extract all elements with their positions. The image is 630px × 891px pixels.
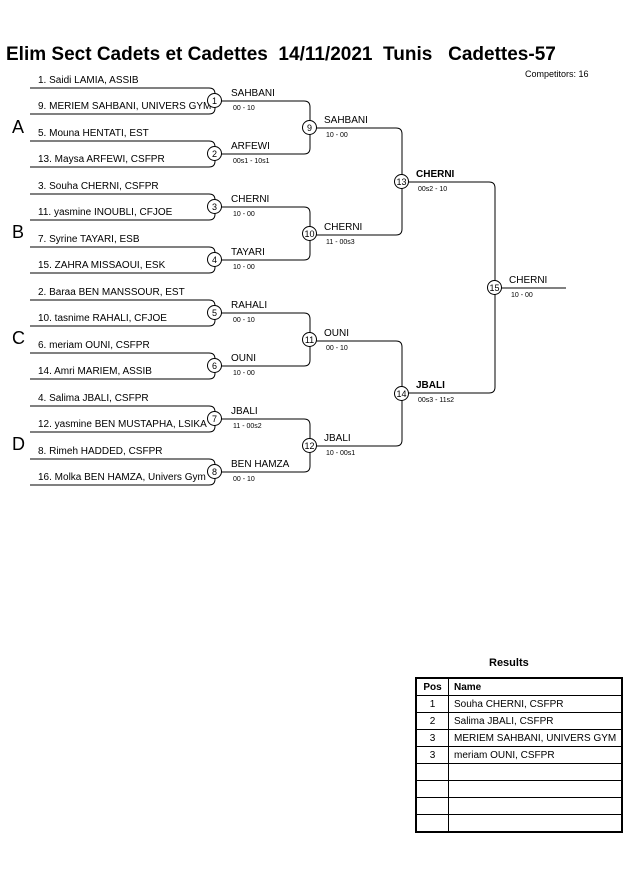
results-name: [448, 780, 623, 798]
final-winner: CHERNI: [509, 275, 548, 286]
entry-name: 16. Molka BEN HAMZA, Univers Gym: [38, 472, 206, 483]
round3-score: 00s2 - 10: [418, 186, 448, 193]
round2-winner: CHERNI: [324, 222, 363, 233]
round2-winner: OUNI: [324, 328, 349, 339]
results-pos: [415, 797, 449, 815]
entry-name: 2. Baraa BEN MANSSOUR, EST: [38, 287, 185, 298]
round1-winner: JBALI: [231, 406, 258, 417]
results-name: [448, 814, 623, 833]
round1-winner: CHERNI: [231, 194, 270, 205]
round1-score: 00 - 10: [233, 105, 255, 112]
match-number: 7: [207, 411, 222, 426]
entry-name: 4. Salima JBALI, CSFPR: [38, 393, 149, 404]
round1-score: 00 - 10: [233, 317, 255, 324]
match-number: 8: [207, 464, 222, 479]
results-pos: 3: [415, 729, 449, 747]
match-number: 10: [302, 225, 317, 241]
results-pos: [415, 814, 449, 833]
pool-letter: D: [12, 434, 25, 454]
round1-winner: BEN HAMZA: [231, 459, 290, 470]
match-number: 4: [207, 252, 222, 267]
pool-letter: A: [12, 117, 25, 137]
match-number: 6: [207, 358, 222, 373]
round1-winner: ARFEWI: [231, 141, 270, 152]
results-pos: 2: [415, 712, 449, 730]
entry-name: 14. Amri MARIEM, ASSIB: [38, 366, 152, 377]
entry-name: 6. meriam OUNI, CSFPR: [38, 340, 150, 351]
round2-winner: JBALI: [324, 433, 351, 444]
round1-winner: SAHBANI: [231, 88, 275, 99]
round2-score: 11 - 00s3: [326, 239, 355, 246]
entry-name: 12. yasmine BEN MUSTAPHA, LSIKA: [38, 419, 207, 430]
round3-winner: JBALI: [416, 380, 445, 391]
entry-name: 3. Souha CHERNI, CSFPR: [38, 181, 159, 192]
results-row: [415, 763, 623, 781]
round1-score: 10 - 00: [233, 370, 255, 377]
match-number: 11: [302, 331, 317, 347]
round1-score: 10 - 00: [233, 264, 255, 271]
match-number: 2: [207, 146, 222, 161]
results-name: MERIEM SAHBANI, UNIVERS GYM: [448, 729, 623, 747]
results-name: [448, 797, 623, 815]
match-number: 1: [207, 93, 222, 108]
match-number: 12: [302, 437, 317, 453]
round2-score: 10 - 00s1: [326, 450, 356, 457]
round1-winner: RAHALI: [231, 300, 268, 311]
match-number: 13: [394, 173, 409, 189]
pool-letter: B: [12, 222, 25, 242]
match-number: 3: [207, 199, 222, 214]
competitors-count: Competitors: 16: [525, 69, 589, 79]
results-pos: 3: [415, 746, 449, 764]
results-pos: [415, 763, 449, 781]
results-row: [415, 780, 623, 798]
entry-name: 13. Maysa ARFEWI, CSFPR: [38, 154, 165, 165]
round3-score: 00s3 - 11s2: [418, 397, 455, 404]
match-number: 14: [394, 385, 409, 401]
round1-score: 00 - 10: [233, 476, 255, 483]
results-pos: [415, 780, 449, 798]
results-header-name: Name: [448, 677, 623, 696]
round1-score: 10 - 00: [233, 211, 255, 218]
results-title: Results: [489, 657, 529, 669]
round1-winner: TAYARI: [231, 247, 265, 258]
entry-name: 10. tasnime RAHALI, CFJOE: [38, 313, 167, 324]
results-row: [415, 814, 623, 833]
match-number: 5: [207, 305, 222, 320]
results-name: meriam OUNI, CSFPR: [448, 746, 623, 764]
match-number: 9: [302, 119, 317, 135]
round1-score: 11 - 00s2: [233, 423, 262, 430]
entry-name: 1. Saidi LAMIA, ASSIB: [38, 75, 139, 86]
page-title: Elim Sect Cadets et Cadettes 14/11/2021 …: [6, 44, 556, 65]
round1-score: 00s1 - 10s1: [233, 158, 270, 165]
results-header-pos: Pos: [415, 677, 449, 696]
results-pos: 1: [415, 695, 449, 713]
results-name: Souha CHERNI, CSFPR: [448, 695, 623, 713]
entry-name: 8. Rimeh HADDED, CSFPR: [38, 446, 163, 457]
round2-winner: SAHBANI: [324, 115, 368, 126]
entry-name: 15. ZAHRA MISSAOUI, ESK: [38, 260, 166, 271]
results-name: [448, 763, 623, 781]
results-name: Salima JBALI, CSFPR: [448, 712, 623, 730]
pool-letter: C: [12, 328, 25, 348]
entry-name: 9. MERIEM SAHBANI, UNIVERS GYM: [38, 101, 212, 112]
entry-name: 11. yasmine INOUBLI, CFJOE: [38, 207, 173, 218]
final-match-number: 15: [487, 279, 502, 295]
round2-score: 10 - 00: [326, 132, 348, 139]
entry-name: 7. Syrine TAYARI, ESB: [38, 234, 140, 245]
round1-winner: OUNI: [231, 353, 256, 364]
results-row: [415, 797, 623, 815]
round3-winner: CHERNI: [416, 169, 455, 180]
round2-score: 00 - 10: [326, 345, 348, 352]
entry-name: 5. Mouna HENTATI, EST: [38, 128, 149, 139]
final-score: 10 - 00: [511, 292, 533, 299]
